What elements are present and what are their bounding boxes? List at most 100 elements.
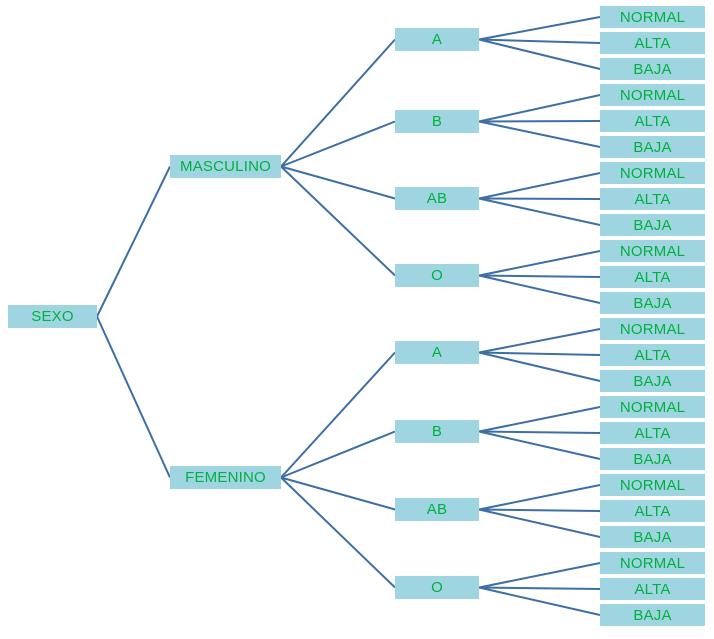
node-leaf-22[interactable]: ALTA xyxy=(600,578,705,600)
node-leaf-15[interactable]: NORMAL xyxy=(600,396,705,418)
node-leaf-7[interactable]: ALTA xyxy=(600,188,705,210)
node-bloodtype-0[interactable]: A xyxy=(395,28,479,51)
node-sex-femenino-label: FEMENINO xyxy=(185,469,266,486)
node-leaf-18[interactable]: NORMAL xyxy=(600,474,705,496)
node-leaf-5-label: BAJA xyxy=(633,138,672,156)
edge-level1-1-to-level2-2 xyxy=(280,476,396,511)
node-leaf-16[interactable]: ALTA xyxy=(600,422,705,444)
edge-root-to-level1-0 xyxy=(96,166,171,317)
node-bloodtype-7-label: O xyxy=(431,579,443,596)
node-leaf-18-label: NORMAL xyxy=(619,476,686,494)
edge-root-to-level1-1 xyxy=(96,316,171,478)
node-leaf-1-label: ALTA xyxy=(634,34,671,52)
node-leaf-5[interactable]: BAJA xyxy=(600,136,705,158)
edge-level2-0-to-leaf-0 xyxy=(478,16,601,41)
edge-level2-3-to-leaf-2 xyxy=(478,274,601,304)
edge-level2-5-to-leaf-1 xyxy=(478,430,601,434)
edge-level2-3-to-leaf-0 xyxy=(478,250,601,277)
edge-level2-1-to-leaf-2 xyxy=(478,120,601,148)
node-leaf-10-label: ALTA xyxy=(634,268,671,286)
edge-level2-2-to-leaf-2 xyxy=(478,197,601,226)
node-leaf-13[interactable]: ALTA xyxy=(600,344,705,366)
node-leaf-17-label: BAJA xyxy=(633,450,672,468)
edge-level2-5-to-leaf-0 xyxy=(478,406,601,433)
edge-level1-0-to-level2-1 xyxy=(280,120,396,168)
edge-level2-1-to-leaf-0 xyxy=(478,94,601,123)
node-leaf-17[interactable]: BAJA xyxy=(600,448,705,470)
node-bloodtype-2[interactable]: AB xyxy=(395,187,479,210)
node-leaf-11-label: BAJA xyxy=(633,294,672,312)
node-root-label: SEXO xyxy=(31,308,74,325)
node-leaf-10[interactable]: ALTA xyxy=(600,266,705,288)
node-leaf-16-label: ALTA xyxy=(634,424,671,442)
edge-level1-1-to-level2-0 xyxy=(280,351,396,479)
node-leaf-15-label: NORMAL xyxy=(619,398,686,416)
edge-level2-0-to-leaf-1 xyxy=(478,38,601,44)
node-bloodtype-2-label: AB xyxy=(426,190,448,207)
edge-level2-7-to-leaf-1 xyxy=(478,586,601,590)
node-leaf-8-label: BAJA xyxy=(633,216,672,234)
node-leaf-3[interactable]: NORMAL xyxy=(600,84,705,106)
node-leaf-9-label: NORMAL xyxy=(619,242,686,260)
node-bloodtype-7[interactable]: O xyxy=(395,576,479,599)
node-leaf-20[interactable]: BAJA xyxy=(600,526,705,548)
node-leaf-1[interactable]: ALTA xyxy=(600,32,705,54)
node-sex-masculino-label: MASCULINO xyxy=(180,158,271,175)
node-leaf-6-label: NORMAL xyxy=(619,164,686,182)
node-leaf-11[interactable]: BAJA xyxy=(600,292,705,314)
edge-level2-4-to-leaf-0 xyxy=(478,328,601,354)
node-leaf-4-label: ALTA xyxy=(634,112,671,130)
node-sex-femenino[interactable]: FEMENINO xyxy=(170,466,281,489)
node-leaf-0-label: NORMAL xyxy=(619,8,686,26)
node-leaf-8[interactable]: BAJA xyxy=(600,214,705,236)
edge-level2-1-to-leaf-1 xyxy=(478,120,601,123)
node-bloodtype-1[interactable]: B xyxy=(395,110,479,133)
edge-level2-4-to-leaf-1 xyxy=(478,351,601,356)
node-bloodtype-0-label: A xyxy=(431,31,443,48)
node-leaf-4[interactable]: ALTA xyxy=(600,110,705,132)
node-leaf-14[interactable]: BAJA xyxy=(600,370,705,392)
node-leaf-0[interactable]: NORMAL xyxy=(600,6,705,28)
edge-level2-5-to-leaf-2 xyxy=(478,430,601,460)
edge-level2-7-to-leaf-0 xyxy=(478,562,601,589)
node-leaf-3-label: NORMAL xyxy=(619,86,686,104)
node-bloodtype-4[interactable]: A xyxy=(395,341,479,364)
node-sex-masculino[interactable]: MASCULINO xyxy=(170,155,281,178)
node-leaf-20-label: BAJA xyxy=(633,528,672,546)
node-leaf-23[interactable]: BAJA xyxy=(600,604,705,626)
node-leaf-23-label: BAJA xyxy=(633,606,672,624)
edge-level1-0-to-level2-0 xyxy=(280,38,396,168)
node-leaf-19-label: ALTA xyxy=(634,502,671,520)
edge-level2-0-to-leaf-2 xyxy=(478,38,601,70)
node-leaf-2[interactable]: BAJA xyxy=(600,58,705,80)
node-leaf-21[interactable]: NORMAL xyxy=(600,552,705,574)
edge-level1-0-to-level2-3 xyxy=(280,165,396,277)
node-bloodtype-5[interactable]: B xyxy=(395,420,479,443)
node-bloodtype-1-label: B xyxy=(431,113,443,130)
edge-level1-1-to-level2-3 xyxy=(280,476,396,589)
node-bloodtype-3[interactable]: O xyxy=(395,264,479,287)
node-leaf-22-label: ALTA xyxy=(634,580,671,598)
node-root[interactable]: SEXO xyxy=(8,305,97,328)
edge-level2-2-to-leaf-1 xyxy=(478,197,601,200)
edge-level2-6-to-leaf-0 xyxy=(478,484,601,511)
node-leaf-19[interactable]: ALTA xyxy=(600,500,705,522)
edge-level2-6-to-leaf-1 xyxy=(478,508,601,512)
node-leaf-12-label: NORMAL xyxy=(619,320,686,338)
node-bloodtype-6[interactable]: AB xyxy=(395,498,479,521)
edge-level2-6-to-leaf-2 xyxy=(478,508,601,538)
node-leaf-21-label: NORMAL xyxy=(619,554,686,572)
edge-level2-3-to-leaf-1 xyxy=(478,274,601,278)
node-bloodtype-6-label: AB xyxy=(426,501,448,518)
node-leaf-6[interactable]: NORMAL xyxy=(600,162,705,184)
node-bloodtype-5-label: B xyxy=(431,423,443,440)
node-bloodtype-4-label: A xyxy=(431,344,443,361)
edge-level2-4-to-leaf-2 xyxy=(478,351,601,382)
edge-level1-1-to-level2-1 xyxy=(280,430,396,479)
node-leaf-9[interactable]: NORMAL xyxy=(600,240,705,262)
node-leaf-12[interactable]: NORMAL xyxy=(600,318,705,340)
node-leaf-2-label: BAJA xyxy=(633,60,672,78)
edge-level2-7-to-leaf-2 xyxy=(478,586,601,616)
node-leaf-14-label: BAJA xyxy=(633,372,672,390)
